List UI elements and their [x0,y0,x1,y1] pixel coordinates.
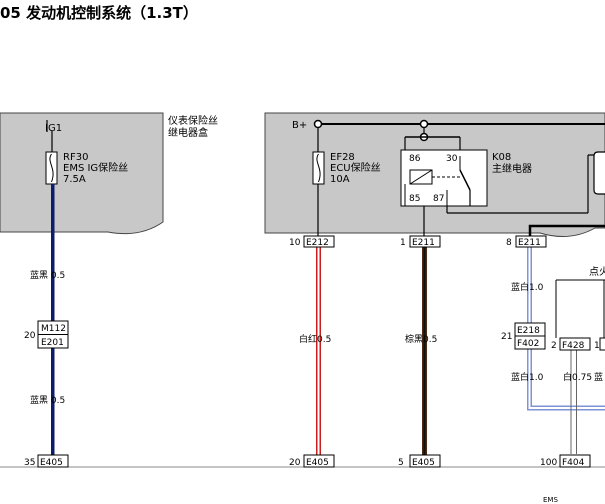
connector-pin-20-m112: 20 [24,331,36,341]
connector-code-e211-pin1: E211 [412,238,435,248]
wire-white-075-left-edge [570,350,572,454]
connector-e211-pin8[interactable] [515,235,547,248]
connector-pin-20-e405: 20 [289,458,301,468]
connector-partial-right[interactable] [599,337,605,351]
wire-label-left-lower: 蓝黑 0.5 [30,394,65,406]
connector-e405-pin35[interactable] [37,454,69,468]
connector-pin-10-e212: 10 [289,238,301,248]
k08-main-relay[interactable] [400,149,488,207]
rf30-name: EMS IG保险丝 [63,161,128,174]
connector-e211-pin1[interactable] [409,235,441,248]
connector-code-e405-pin35: E405 [40,458,63,468]
connector-pin-100-f404: 100 [540,458,557,468]
relay-name: 主继电器 [492,162,532,175]
partial-label-top-right: 点火 [589,266,605,278]
diagram-title: 05 发动机控制系统（1.3T） [0,4,198,22]
rf30-id: RF30 [63,152,88,163]
wire-label-blue-white-1: 蓝白1.0 [511,281,544,293]
relay-pin-30: 30 [446,154,458,164]
connector-e405-pin20[interactable] [303,454,335,468]
rf30-fuse[interactable] [45,151,58,185]
wire-label-brown-black: 棕黑0.5 [405,333,437,345]
relay-pin-85: 85 [409,194,420,204]
partial-label-bottom-right: EMS [543,496,558,504]
wire-label-blue-white-2: 蓝白1.0 [511,371,544,383]
rf30-rating: 7.5A [63,174,86,185]
wire-label-left-upper: 蓝黑 0.5 [30,269,65,281]
connector-pin-5-e405: 5 [398,458,404,468]
connector-code-e405-pin5: E405 [412,458,435,468]
connector-f428[interactable] [559,337,591,351]
wire-label-white-red: 白红0.5 [299,333,331,345]
connector-e405-pin5[interactable] [409,454,441,468]
wire-label-white-075: 白0.75 [563,371,592,383]
wire-brown-black[interactable] [422,246,427,455]
connector-code-f428: F428 [562,341,585,351]
connector-pin-21-e218: 21 [501,332,512,342]
left-box-label-2: 继电器盒 [168,126,208,139]
ig1-label: IG1 [45,123,62,134]
connector-pin-1-partial: 1 [594,341,600,351]
wire-white-red[interactable] [316,246,321,455]
wire-white-075-right-edge [576,350,577,454]
connector-pin-8-e211: 8 [506,238,512,248]
connector-code-f402: F402 [517,339,539,349]
connector-code-m112: M112 [41,324,66,334]
bplus-label: B+ [292,120,307,131]
left-fuse-box [0,112,164,235]
relay-id: K08 [492,152,511,163]
connector-pin-1-e211: 1 [400,238,406,248]
relay-pin-86: 86 [409,154,421,164]
wire-blue-white[interactable] [527,246,605,411]
connector-m112-e201[interactable] [37,320,69,349]
connector-f404[interactable] [559,454,591,468]
ef28-name: ECU保险丝 [330,161,381,174]
ef28-id: EF28 [330,152,355,163]
connector-pin-2-f428: 2 [551,341,557,351]
connector-code-e405-pin20: E405 [306,458,329,468]
connector-code-e218: E218 [517,326,540,336]
connector-code-e201: E201 [41,338,64,348]
connector-e212[interactable] [303,235,335,248]
ef28-rating: 10A [330,174,350,185]
connector-code-e212: E212 [306,238,329,248]
connector-pin-35-e405: 35 [24,458,35,468]
relay-pin-87: 87 [433,194,444,204]
ef28-fuse[interactable] [312,151,325,185]
connector-e218-f402[interactable] [514,322,546,350]
wire-label-blue-partial: 蓝 [594,371,603,383]
left-box-label-1: 仪表保险丝 [168,114,218,127]
connector-code-f404: F404 [562,458,585,468]
connector-code-e211-pin8: E211 [518,238,541,248]
